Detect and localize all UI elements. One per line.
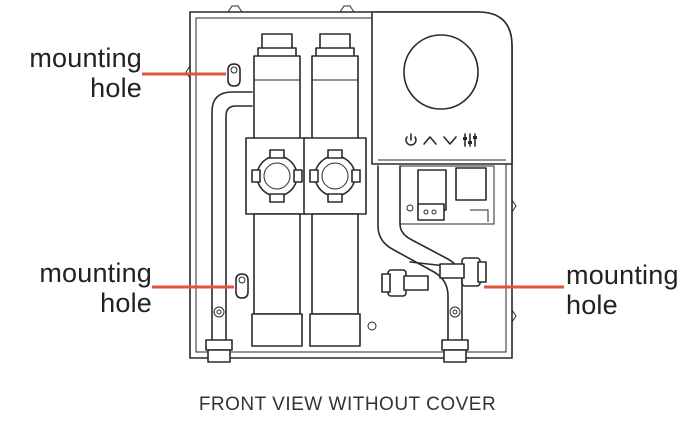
label-line: hole — [90, 73, 142, 103]
left-pipe — [205, 91, 253, 363]
control-panel — [371, 11, 513, 165]
label-line: mounting — [29, 43, 142, 73]
filter-cartridge-2 — [303, 33, 377, 347]
settings-sliders-icon — [463, 133, 477, 147]
filter-cartridge-1 — [245, 33, 309, 347]
label-mounting-hole-top: mounting hole — [14, 43, 142, 103]
chevron-down-icon — [443, 136, 457, 145]
label-line: mounting — [39, 258, 152, 288]
label-mounting-hole-bottom-left: mounting hole — [14, 258, 152, 318]
chevron-up-icon — [423, 136, 437, 145]
mounting-hole-bottom-left — [235, 273, 249, 299]
right-pipe-assembly — [377, 165, 487, 363]
figure-caption: FRONT VIEW WITHOUT COVER — [198, 394, 497, 415]
label-line: hole — [566, 290, 618, 320]
label-line: mounting — [566, 260, 679, 290]
electronics-board — [399, 165, 495, 225]
display-dial — [403, 34, 479, 110]
mounting-hole-top — [227, 63, 241, 87]
label-line: hole — [100, 288, 152, 318]
label-mounting-hole-bottom-right: mounting hole — [566, 260, 694, 320]
power-icon — [405, 133, 417, 146]
